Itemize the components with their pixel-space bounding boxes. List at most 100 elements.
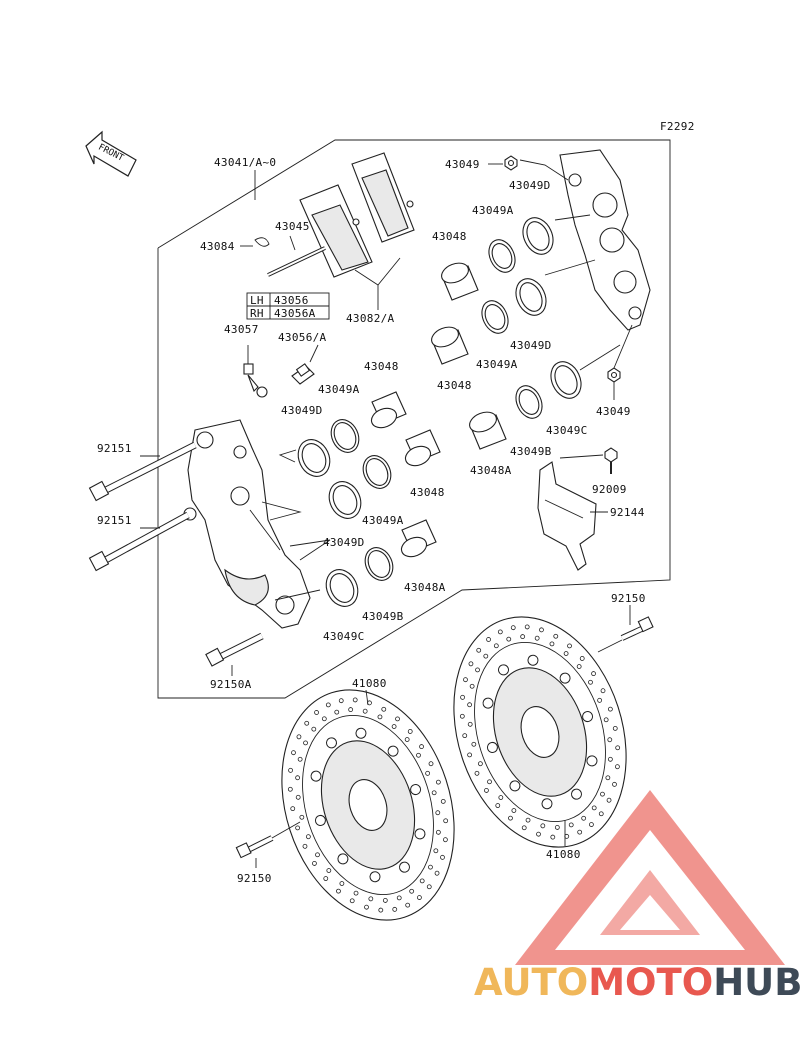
disc-hole bbox=[468, 661, 474, 667]
disc-hole bbox=[550, 834, 556, 840]
disc-rivet bbox=[410, 784, 422, 796]
disc-rivet bbox=[509, 780, 521, 792]
disc-hole bbox=[291, 750, 296, 756]
disc-rivet bbox=[398, 861, 410, 873]
disc-hole bbox=[297, 756, 303, 762]
disc-hole bbox=[287, 786, 293, 792]
disc-hole bbox=[299, 814, 305, 820]
left-seals bbox=[297, 419, 394, 607]
side-table: LH 43056 RH 43056A bbox=[246, 292, 330, 320]
label-43057: 43057 bbox=[224, 323, 259, 336]
figure-code: F2292 bbox=[660, 120, 695, 133]
disc-rivet bbox=[369, 871, 381, 883]
disc-hole bbox=[471, 741, 477, 747]
caliper-bolt-bottom bbox=[205, 632, 264, 667]
label-43049a-mid: 43049A bbox=[318, 383, 360, 396]
disc-hole bbox=[391, 724, 397, 729]
disc-hole bbox=[612, 781, 617, 787]
watermark-text: AUTOMOTOHUB bbox=[474, 961, 800, 1004]
disc-hole bbox=[579, 656, 585, 661]
disc-hole bbox=[474, 770, 480, 776]
label-43056a: 43056/A bbox=[278, 331, 327, 344]
disc-hole bbox=[475, 667, 480, 673]
disc-hole bbox=[591, 671, 596, 676]
nut-right bbox=[607, 367, 621, 383]
label-43082: 43082/A bbox=[346, 312, 395, 325]
brake-pad-set bbox=[299, 152, 415, 278]
disc-hole bbox=[302, 843, 308, 849]
disc-hole bbox=[607, 706, 613, 712]
disc-hole bbox=[305, 834, 311, 840]
disc-hole bbox=[615, 745, 621, 751]
label-43049-right: 43049 bbox=[596, 405, 631, 418]
disc-hole bbox=[567, 643, 572, 649]
disc-hole bbox=[462, 733, 468, 739]
disc-hole bbox=[407, 729, 413, 734]
disc-bolt-right bbox=[620, 616, 654, 641]
disc-hole bbox=[288, 767, 293, 773]
disc-hole bbox=[549, 641, 555, 647]
label-43049c-right: 43049C bbox=[546, 424, 588, 437]
pad-pin bbox=[267, 246, 326, 277]
disc-rivet bbox=[541, 798, 553, 810]
disc-hole bbox=[290, 806, 296, 812]
nut-top bbox=[504, 155, 518, 171]
disc-hole bbox=[382, 898, 388, 903]
disc-hole bbox=[525, 817, 531, 823]
disc-hole bbox=[443, 837, 448, 843]
disc-hole bbox=[606, 797, 612, 803]
disc-hole bbox=[520, 634, 526, 639]
disc-rivet bbox=[387, 745, 399, 757]
disc-hole bbox=[597, 697, 603, 703]
disc-hole bbox=[506, 636, 512, 642]
label-43049b-low: 43049B bbox=[362, 610, 404, 623]
side-table-lh-part: 43056 bbox=[274, 294, 309, 307]
disc-hole bbox=[498, 795, 504, 800]
label-43049d-mid: 43049D bbox=[281, 404, 323, 417]
label-92150-right: 92150 bbox=[611, 592, 646, 605]
disc-hole bbox=[467, 752, 473, 758]
label-43045: 43045 bbox=[275, 220, 310, 233]
disc-rivet bbox=[527, 654, 539, 666]
disc-hole bbox=[612, 725, 618, 731]
disc-hole bbox=[539, 627, 544, 633]
disc-hole bbox=[603, 717, 609, 723]
disc-hole bbox=[428, 864, 433, 870]
disc-rivet bbox=[482, 697, 494, 709]
disc-hole bbox=[315, 852, 320, 858]
disc-hole bbox=[368, 896, 374, 902]
label-43049c-low: 43049C bbox=[323, 630, 365, 643]
disc-rivet bbox=[326, 737, 338, 749]
disc-hole bbox=[483, 653, 489, 659]
disc-hole bbox=[487, 779, 492, 785]
disc-hole bbox=[467, 702, 473, 708]
left-caliper-body bbox=[183, 419, 311, 629]
right-caliper-body bbox=[559, 149, 651, 331]
disc-hole bbox=[463, 677, 468, 683]
disc-hole bbox=[511, 808, 517, 813]
caliper-bolt-lower bbox=[88, 511, 190, 572]
pad-spring bbox=[537, 461, 597, 571]
disc-hole bbox=[568, 822, 574, 828]
disc-hole bbox=[352, 697, 358, 703]
disc-hole bbox=[323, 876, 329, 881]
disc-hole bbox=[431, 790, 437, 796]
disc-rivet bbox=[337, 853, 349, 865]
bleeder-valve bbox=[243, 345, 268, 398]
label-43048a-low: 43048A bbox=[404, 581, 446, 594]
disc-hole bbox=[336, 888, 341, 894]
disc-hole bbox=[435, 829, 441, 835]
disc-hole bbox=[615, 764, 620, 770]
disc-hole bbox=[409, 888, 415, 894]
disc-hole bbox=[404, 737, 410, 742]
disc-hole bbox=[325, 702, 331, 708]
right-seals bbox=[481, 217, 582, 419]
disc-hole bbox=[460, 694, 465, 700]
part-labels: 43041/A~0 43049 43049D 43049A 43045 4308… bbox=[97, 156, 646, 885]
disc-hole bbox=[377, 714, 383, 720]
disc-hole bbox=[419, 878, 425, 884]
label-92151-a: 92151 bbox=[97, 442, 132, 455]
disc-hole bbox=[295, 794, 301, 800]
side-table-rh-part: 43056A bbox=[274, 307, 316, 320]
label-43049d-left: 43049D bbox=[510, 339, 552, 352]
